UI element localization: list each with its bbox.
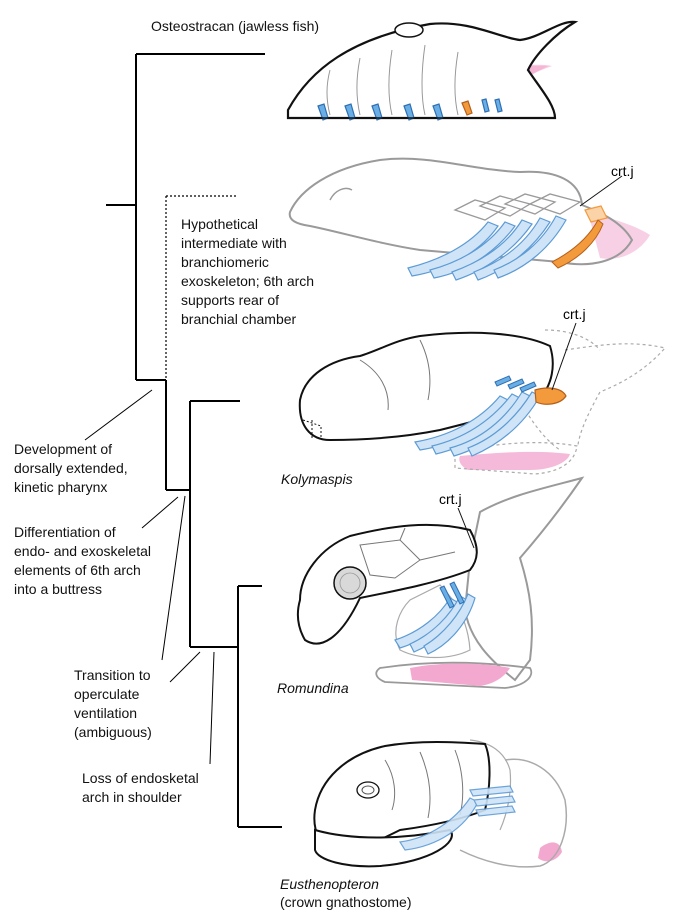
eusthenopteron-label: Eusthenopteron [280,875,379,894]
eusthenopteron-drawing [314,740,566,867]
crtj-label-3: crt.j [439,491,462,507]
event-pharynx: Development of dorsally extended, kineti… [14,440,128,497]
crtj-label-2: crt.j [563,306,586,322]
hypothetical-note: Hypothetical intermediate with branchiom… [181,215,314,329]
kolymaspis-drawing [300,323,665,474]
crtj-label-1: crt.j [611,163,634,179]
event-buttress: Differentiation of endo- and exoskeletal… [14,523,151,599]
hypothetical-drawing [290,159,650,280]
osteostracan-label: Osteostracan (jawless fish) [151,17,319,36]
event-operculate: Transition to operculate ventilation (am… [74,666,152,742]
kolymaspis-label: Kolymaspis [281,470,353,489]
eusthenopteron-note: (crown gnathostome) [280,893,412,912]
romundina-label: Romundina [277,679,349,698]
event-shoulder: Loss of endosketal arch in shoulder [82,769,199,807]
romundina-drawing [298,478,582,688]
osteostracan-drawing [288,22,575,120]
